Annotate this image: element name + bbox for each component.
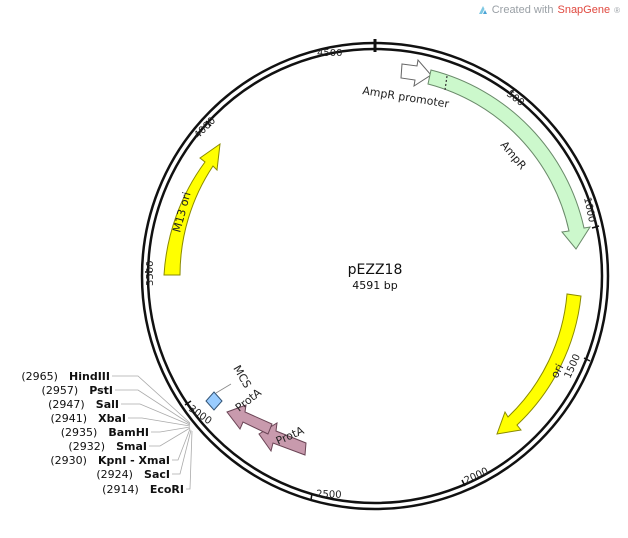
site-label-bamhi: (2935) BamHI bbox=[61, 421, 149, 440]
mcs-leader-line bbox=[215, 383, 232, 394]
tick-label-3500: 3500 bbox=[145, 261, 156, 286]
site-pos-bamhi: (2935) bbox=[61, 426, 98, 439]
site-leader-xbai bbox=[128, 417, 191, 427]
site-label-kpni-xmai: (2930) KpnI - XmaI bbox=[50, 449, 170, 468]
snapgene-logo-icon bbox=[478, 6, 487, 14]
snapgene-watermark: Created with SnapGene® bbox=[478, 4, 620, 16]
site-leader-ecori bbox=[186, 430, 193, 490]
tick-label-500: 500 bbox=[504, 89, 526, 109]
tick-label-4000: 4000 bbox=[192, 115, 218, 141]
feature-mcs-marker bbox=[205, 391, 223, 411]
site-pos-ecori: (2914) bbox=[102, 483, 139, 496]
tick-label-1000: 1000 bbox=[581, 196, 597, 223]
site-pos-xbai: (2941) bbox=[50, 412, 87, 425]
site-label-psti: (2957) PstI bbox=[42, 379, 113, 398]
site-label-sali: (2947) SalI bbox=[48, 393, 119, 412]
restriction-site-leaders bbox=[112, 375, 193, 490]
watermark-prefix: Created with bbox=[491, 4, 554, 16]
restriction-site-labels: (2965) HindIII (2957) PstI (2947) SalI (… bbox=[21, 365, 184, 497]
tick-label-3000: 3000 bbox=[186, 403, 213, 427]
tick-mark-2500 bbox=[310, 492, 313, 501]
plasmid-name: pEZZ18 bbox=[348, 262, 403, 278]
watermark-brand: SnapGene bbox=[557, 4, 611, 16]
tick-mark-500 bbox=[509, 88, 515, 96]
watermark-mark: ® bbox=[614, 5, 620, 15]
feature-m13-ori-arrow bbox=[163, 142, 221, 276]
site-label-xbai: (2941) XbaI bbox=[50, 407, 126, 426]
site-leader-sali bbox=[121, 403, 191, 426]
tick-label-4500: 4500 bbox=[317, 48, 342, 59]
site-pos-smai: (2932) bbox=[68, 440, 105, 453]
feature-ampr-promoter-arrow bbox=[400, 58, 432, 88]
site-name-sali: SalI bbox=[96, 398, 119, 411]
site-label-ecori: (2914) EcoRI bbox=[102, 478, 184, 497]
tick-label-2000: 2000 bbox=[463, 466, 491, 487]
tick-label-2500: 2500 bbox=[316, 489, 342, 501]
feature-prota-arrow-2 bbox=[226, 404, 273, 435]
site-name-smai: SmaI bbox=[116, 440, 147, 453]
site-label-hindiii: (2965) HindIII bbox=[21, 365, 110, 384]
site-pos-psti: (2957) bbox=[42, 384, 79, 397]
site-leader-bamhi bbox=[151, 426, 191, 433]
site-leader-hindiii bbox=[112, 375, 191, 424]
site-pos-hindiii: (2965) bbox=[21, 370, 58, 383]
site-label-saci: (2924) SacI bbox=[96, 463, 170, 482]
site-name-kpni-xmai: KpnI - XmaI bbox=[98, 454, 170, 467]
site-name-xbai: XbaI bbox=[98, 412, 126, 425]
feature-ori-arrow bbox=[496, 293, 582, 435]
plasmid-length: 4591 bp bbox=[352, 279, 397, 292]
site-name-bamhi: BamHI bbox=[108, 426, 149, 439]
feature-label-ampr-promoter: AmpR promoter bbox=[362, 84, 451, 111]
site-pos-saci: (2924) bbox=[96, 468, 133, 481]
site-leader-saci bbox=[172, 429, 192, 475]
tick-mark-2000 bbox=[461, 479, 466, 487]
tick-mark-4000 bbox=[205, 120, 212, 127]
feature-label-prota-2: ProtA bbox=[233, 386, 264, 415]
tick-mark-3000 bbox=[184, 400, 192, 406]
site-name-hindiii: HindIII bbox=[69, 370, 110, 383]
site-name-ecori: EcoRI bbox=[150, 483, 184, 496]
feature-label-ori: ori bbox=[548, 362, 566, 381]
tick-mark-1500 bbox=[583, 357, 591, 362]
site-name-saci: SacI bbox=[144, 468, 170, 481]
feature-label-mcs: MCS bbox=[230, 363, 253, 390]
site-leader-psti bbox=[115, 389, 191, 425]
site-leader-smai bbox=[149, 427, 191, 447]
site-pos-kpni-xmai: (2930) bbox=[50, 454, 87, 467]
tick-mark-1000 bbox=[591, 225, 600, 229]
feature-ampr-arrow bbox=[427, 69, 592, 250]
site-leader-kpni-xmai bbox=[172, 428, 191, 461]
site-name-psti: PstI bbox=[89, 384, 113, 397]
site-pos-sali: (2947) bbox=[48, 398, 85, 411]
site-label-smai: (2932) SmaI bbox=[68, 435, 147, 454]
